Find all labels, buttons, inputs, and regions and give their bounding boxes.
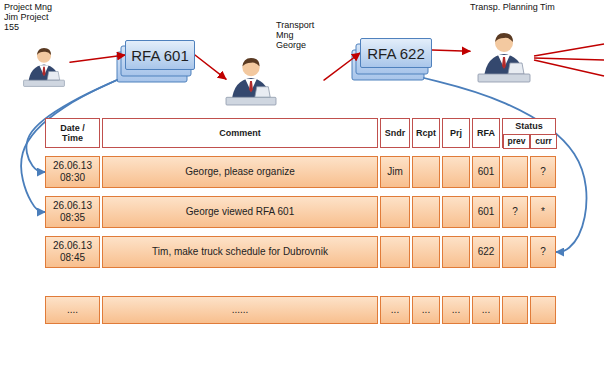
table-subheader-cell: curr: [530, 134, 557, 149]
rfa-document: RFA 601: [125, 40, 195, 70]
person-label: Project Mng Jim Project 155: [4, 2, 60, 32]
empty-cell: [531, 297, 556, 324]
table-header-cell: RFA: [472, 118, 500, 148]
empty-cell: [443, 157, 470, 188]
table-cell: ......: [102, 296, 378, 324]
stack-sheet: [121, 46, 191, 76]
empty-cell: [503, 237, 528, 268]
table-header-cell: Comment: [102, 118, 378, 148]
cell-text: RFA: [477, 128, 495, 138]
table-cell: 622: [472, 236, 500, 268]
table-cell: ?: [530, 156, 556, 188]
table-cell: *: [530, 196, 556, 228]
flow-arrow: [432, 50, 470, 51]
flow-arrow: [195, 55, 226, 79]
person-figure: [478, 28, 530, 84]
cell-text: prev: [508, 137, 526, 146]
cell-text: ...: [482, 304, 490, 316]
table-cell: George viewed RFA 601: [102, 196, 378, 228]
cell-text: ......: [232, 304, 249, 316]
empty-cell: [443, 237, 470, 268]
empty-cell: [413, 157, 440, 188]
empty-cells: [381, 157, 556, 324]
cell-text: ...: [391, 304, 399, 316]
cell-text: ...: [422, 304, 430, 316]
table-header-cell: Rcpt: [412, 118, 440, 148]
table-cell: Jim: [380, 156, 410, 188]
empty-cell: [503, 297, 528, 324]
outgoing-line: [534, 44, 604, 56]
cell-text: 26.06.13 08:45: [50, 240, 96, 264]
cell-text: George, please organize: [185, 166, 295, 178]
cell-text: Sndr: [385, 128, 406, 138]
table-header-cell: Date / Time: [45, 118, 100, 148]
table-header-cell: Status prev curr: [502, 118, 556, 148]
person-node: Transport Mng George: [226, 18, 324, 112]
table-cell: ....: [45, 296, 100, 324]
cell-text: Prj: [450, 128, 462, 138]
table-cell: George, please organize: [102, 156, 378, 188]
table-cell: Tim, make truck schedule for Dubrovnik: [102, 236, 378, 268]
cell-text: Comment: [219, 128, 261, 138]
cell-text: *: [541, 206, 545, 218]
table-cell: ...: [442, 296, 470, 324]
outgoing-line: [534, 58, 604, 60]
cell-text: ...: [452, 304, 460, 316]
table-cell: 26.06.13 08:30: [45, 156, 100, 188]
table-cell: ?: [530, 236, 556, 268]
outgoing-line: [534, 60, 604, 76]
empty-cell: [443, 197, 470, 228]
cell-text: Tim, make truck schedule for Dubrovnik: [152, 246, 328, 258]
cell-text: ?: [540, 166, 546, 178]
cell-text: 26.06.13 08:35: [50, 200, 96, 224]
cell-text: curr: [535, 137, 552, 146]
table-header-cell: Prj: [442, 118, 470, 148]
flow-arrow: [70, 55, 125, 62]
person-node: Project Mng Jim Project 155: [4, 2, 70, 88]
table-cell: ...: [472, 296, 500, 324]
cell-text: Rcpt: [416, 128, 436, 138]
table-cell: 601: [472, 156, 500, 188]
cell-text: Date / Time: [56, 123, 90, 143]
table-cell: 601: [472, 196, 500, 228]
outgoing-lines: [534, 44, 604, 76]
table-cell: ?: [502, 196, 528, 228]
person-figure: [20, 44, 68, 88]
cell-text: 601: [478, 206, 495, 218]
rfa-document: RFA 622: [360, 38, 432, 68]
table-cell: ...: [380, 296, 410, 324]
person-figure: [226, 52, 276, 108]
table-subheader-cell: prev: [503, 134, 530, 149]
person-label: Transp. Planning Tim: [470, 2, 566, 12]
person-label: Transport Mng George: [276, 20, 322, 50]
cell-text: ....: [67, 304, 78, 316]
rfa-label: RFA 622: [367, 45, 425, 62]
empty-cell: [413, 237, 440, 268]
empty-cell: [503, 157, 528, 188]
cell-text: Jim: [387, 166, 403, 178]
cell-text: ?: [512, 206, 518, 218]
rfa-label: RFA 601: [131, 47, 189, 64]
flow-arrow: [324, 53, 360, 80]
empty-cell: [381, 237, 410, 268]
person-node: Transp. Planning Tim: [470, 2, 570, 84]
empty-cell: [381, 197, 410, 228]
cell-text: George viewed RFA 601: [186, 206, 294, 218]
cell-text: 622: [478, 246, 495, 258]
record-link-arrow: [424, 78, 587, 252]
cell-text: ?: [540, 246, 546, 258]
cell-text: Status: [515, 121, 543, 131]
empty-cell: [413, 197, 440, 228]
cell-text: 601: [478, 166, 495, 178]
table-header-cell: Sndr: [380, 118, 410, 148]
table-cell: 26.06.13 08:45: [45, 236, 100, 268]
cell-text: 26.06.13 08:30: [50, 160, 96, 184]
table-cell: 26.06.13 08:35: [45, 196, 100, 228]
table-cell: ...: [412, 296, 440, 324]
